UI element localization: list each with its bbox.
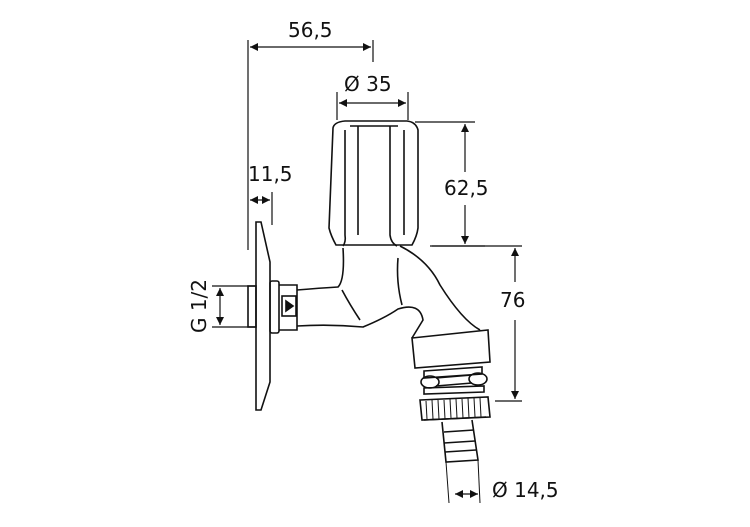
label-hose-diameter: Ø 14,5 [492,478,559,502]
tap-handle [328,120,419,247]
connector-nut [269,280,298,334]
tap-body [296,245,481,339]
label-outlet-height: 76 [500,288,526,312]
label-overall-projection: 56,5 [288,18,333,42]
outlet-collar [411,329,491,395]
knurled-ring [419,396,491,421]
label-handle-diameter: Ø 35 [344,72,392,96]
dimension-handle-diameter [336,92,409,120]
wall-plate [247,221,271,411]
dimension-outlet-height [430,245,522,402]
dimension-56-5 [247,40,374,250]
label-handle-height: 62,5 [444,176,489,200]
hose-nozzle [441,419,481,504]
label-plate-thickness: 11,5 [248,162,293,186]
dimension-plate-thickness [250,192,273,225]
label-thread-size: G 1/2 [187,278,212,334]
